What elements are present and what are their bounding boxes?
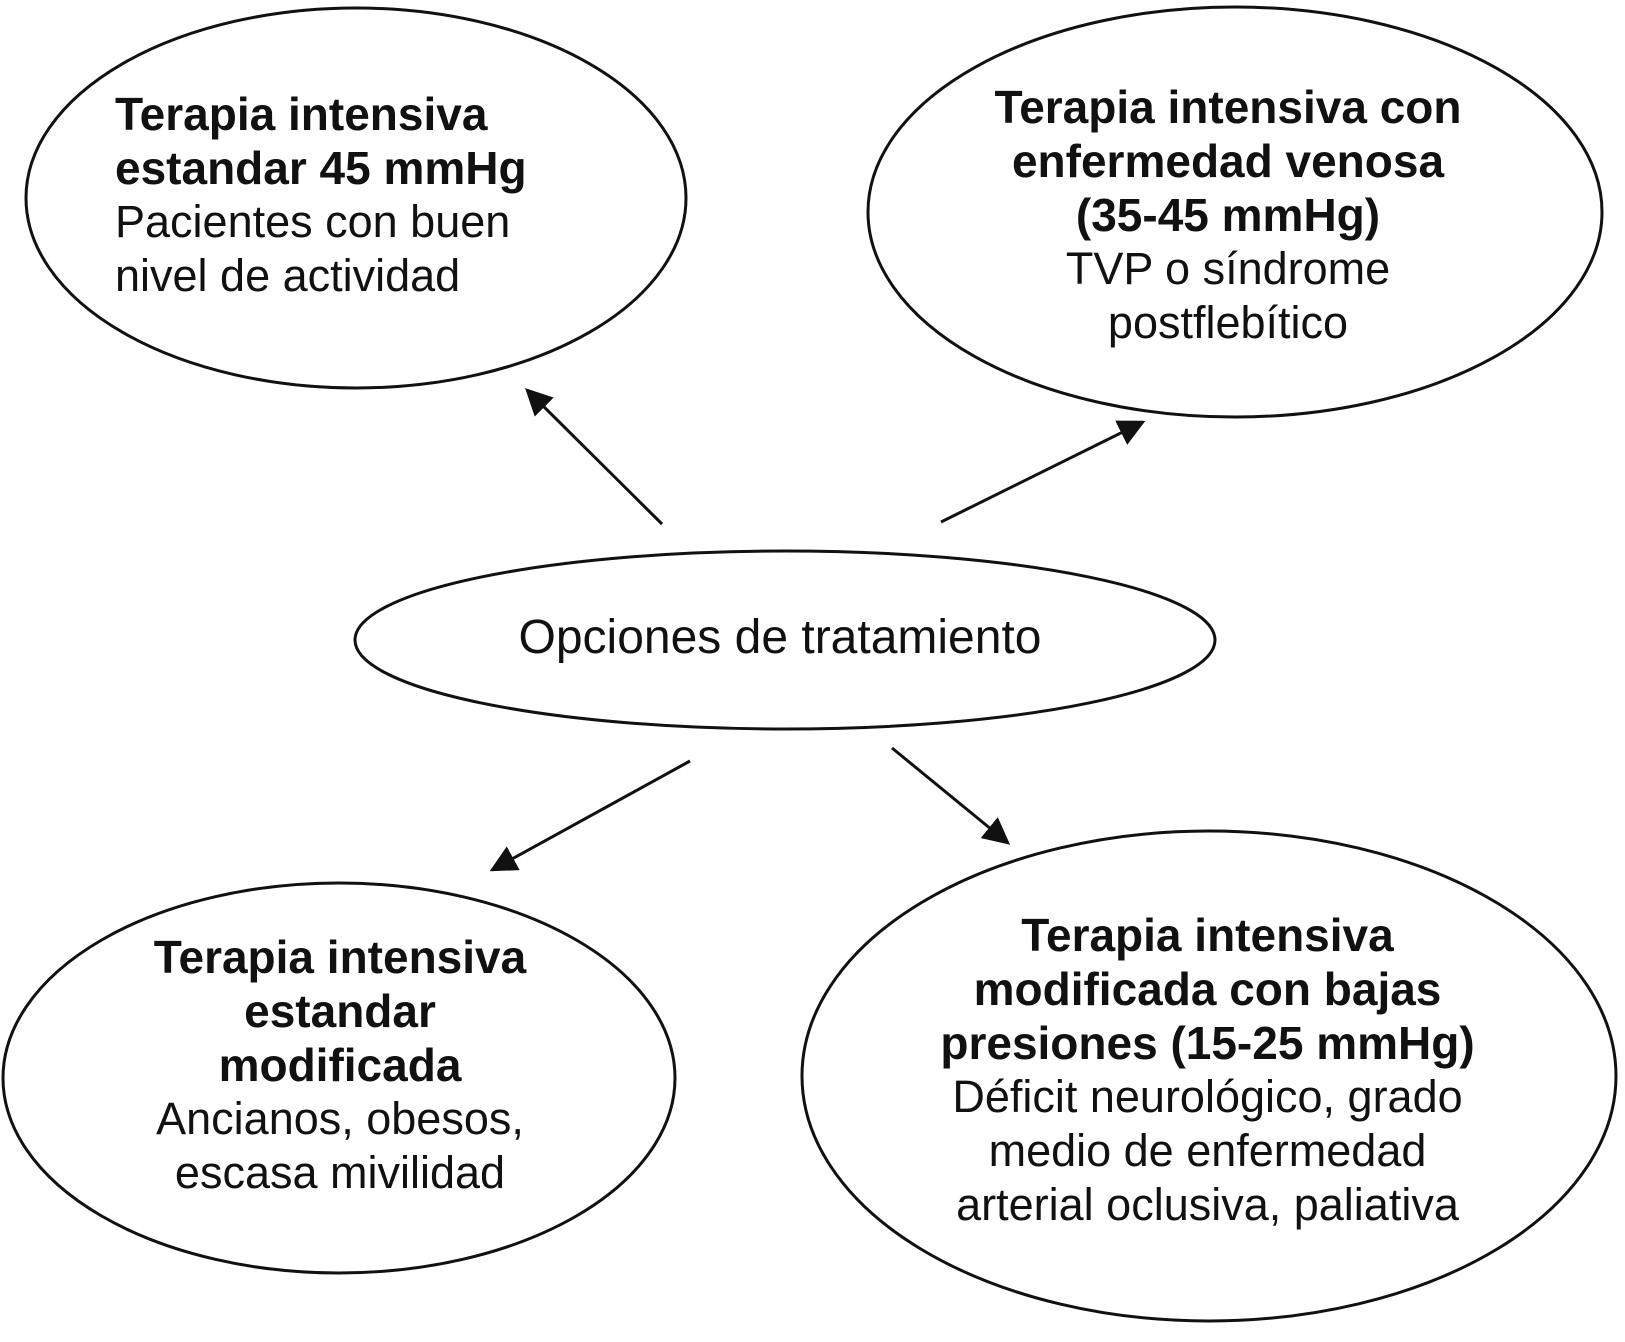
node-bottom-left-title: Terapia intensiva estandar modificada [154,930,526,1092]
node-top-left: Terapia intensiva estandar 45 mmHg Pacie… [60,60,650,330]
center-label: Opciones de tratamiento [518,610,1042,664]
node-top-right-body-line: postflebítico [1107,297,1349,348]
node-ellipse-top-left [24,6,688,390]
node-top-left-body-line: nivel de actividad [115,250,461,301]
node-ellipse-bottom-left [1,881,677,1275]
node-top-right-body-line: TVP o síndrome [1065,243,1391,294]
node-bottom-right-title-line: Terapia intensiva [1021,909,1394,961]
node-top-right: Terapia intensiva con enfermedad venosa … [868,60,1588,370]
node-top-right-body: TVP o síndrome postflebítico [1066,242,1390,350]
node-bottom-left-body-line: Ancianos, obesos, [156,1093,524,1144]
node-top-right-title-line: enfermedad venosa [1011,135,1445,187]
node-ellipse-bottom-right [800,829,1618,1323]
node-top-left-body-line: Pacientes con buen [115,196,511,247]
node-top-right-title-line: Terapia intensiva con [994,81,1462,133]
node-bottom-left-body-line: escasa mivilidad [174,1147,506,1198]
node-bottom-right-title: Terapia intensiva modificada con bajas p… [940,908,1474,1070]
node-top-right-title-line: (35-45 mmHg) [1075,189,1381,241]
arrow-to-top-left [525,388,664,526]
node-bottom-right-body-line: medio de enfermedad [988,1125,1427,1176]
arrow-to-top-right [940,420,1146,524]
node-bottom-left: Terapia intensiva estandar modificada An… [30,895,650,1235]
node-bottom-right: Terapia intensiva modificada con bajas p… [800,890,1615,1250]
node-top-left-title: Terapia intensiva estandar 45 mmHg [115,87,527,195]
node-top-left-body: Pacientes con buen nivel de actividad [115,195,510,303]
node-top-right-title: Terapia intensiva con enfermedad venosa … [995,80,1462,242]
node-bottom-right-body-line: arterial oclusiva, paliativa [956,1179,1459,1230]
arrow-to-bottom-right [891,746,1011,845]
node-bottom-right-title-line: presiones (15-25 mmHg) [940,1017,1475,1069]
node-center: Opciones de tratamiento [350,555,1210,720]
node-bottom-left-title-line: estandar [244,985,436,1037]
node-top-left-title-line: estandar 45 mmHg [115,142,527,194]
node-bottom-left-title-line: modificada [218,1039,462,1091]
node-bottom-right-body: Déficit neurológico, grado medio de enfe… [952,1070,1462,1232]
node-bottom-right-body-line: Déficit neurológico, grado [952,1071,1463,1122]
node-bottom-left-body: Ancianos, obesos, escasa mivilidad [156,1092,524,1200]
node-ellipse-top-right [866,5,1604,419]
node-bottom-left-title-line: Terapia intensiva [153,931,527,983]
node-top-left-title-line: Terapia intensiva [115,88,488,140]
node-bottom-right-title-line: modificada con bajas [973,963,1442,1015]
arrow-to-bottom-left [489,759,691,872]
node-ellipse-center [353,549,1217,731]
